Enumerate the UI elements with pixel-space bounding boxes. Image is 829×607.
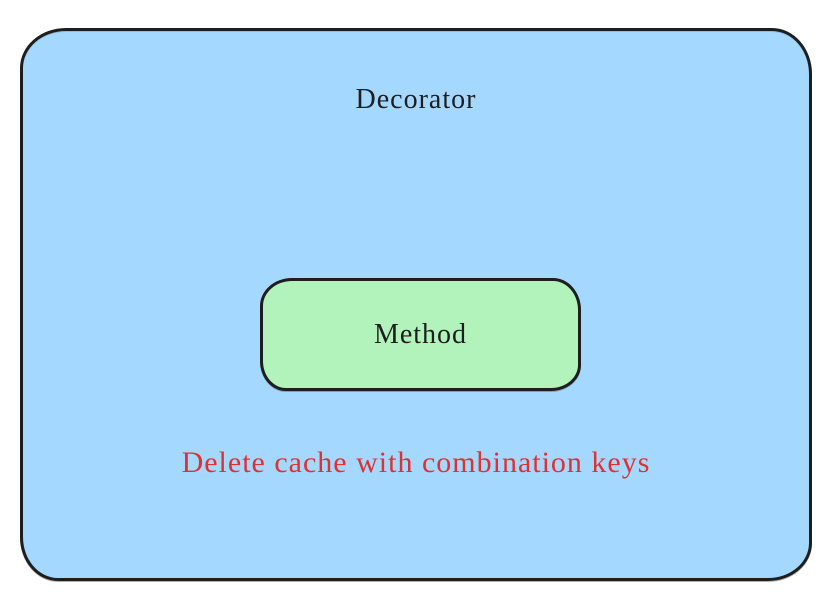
- decorator-box: Decorator Method Delete cache with combi…: [20, 28, 812, 581]
- method-box-label: Method: [373, 318, 468, 350]
- annotation-text: Delete cache with combination keys: [181, 446, 651, 479]
- decorator-box-label: Decorator: [355, 84, 477, 115]
- method-box: Method: [260, 278, 581, 391]
